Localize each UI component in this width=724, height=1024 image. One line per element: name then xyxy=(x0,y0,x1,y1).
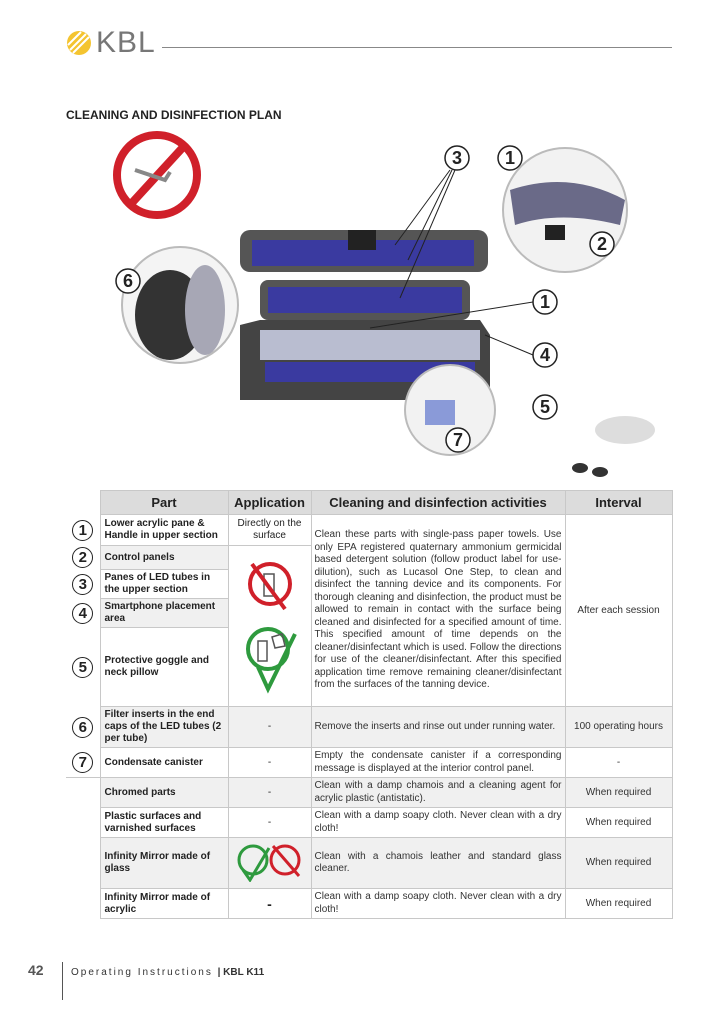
table-row: 2 Control panels xyxy=(66,545,672,707)
no-spray-icon xyxy=(247,562,292,611)
interval-cell: When required xyxy=(564,777,673,808)
callout-7-label: 7 xyxy=(453,430,463,450)
header-rule xyxy=(162,47,672,48)
table-row: 3 Panes of LED tubes in the upper sectio… xyxy=(66,569,672,599)
table-row: Plastic surfaces and varnished surfaces … xyxy=(66,807,673,838)
callout-4-label: 4 xyxy=(540,345,550,365)
cleaning-plan-table: Part Application Cleaning and disinfecti… xyxy=(66,490,673,919)
interval-cell: 100 operating hours xyxy=(564,706,673,748)
application-cell: - xyxy=(227,777,312,808)
col-part: Part xyxy=(99,490,229,515)
interval-cell: When required xyxy=(564,807,673,838)
application-cell: - xyxy=(227,888,312,919)
kbl-logo: KBL xyxy=(66,26,156,60)
activities-cell: Clean with a damp chamois and a cleaning… xyxy=(310,777,566,808)
activities-cell: Clean with a damp soapy cloth. Never cle… xyxy=(310,807,566,838)
part-cell: Panes of LED tubes in the upper section xyxy=(99,569,229,599)
part-cell: Protective goggle and neck pillow xyxy=(99,627,229,707)
part-cell: Infinity Mirror made of glass xyxy=(99,837,229,889)
callout-6-label: 6 xyxy=(123,271,133,291)
interval-cell: After each session xyxy=(564,514,673,707)
number-badge: 3 xyxy=(72,573,94,595)
interval-cell: When required xyxy=(564,888,673,919)
allowed-spray-cloth-icon xyxy=(245,627,297,694)
part-cell: Filter inserts in the end caps of the LE… xyxy=(99,706,229,748)
interval-cell: When required xyxy=(564,837,673,889)
callout-6: 6 xyxy=(115,268,141,294)
footer: 42 Operating Instructions | KBL K11 xyxy=(28,962,264,1000)
number-badge: 6 xyxy=(72,716,94,738)
activities-cell: Clean with a chamois leather and standar… xyxy=(310,837,566,889)
callout-4: 4 xyxy=(532,342,558,368)
callout-1: 1 xyxy=(532,289,558,315)
table-row: 1 Lower acrylic pane & Handle in upper s… xyxy=(66,514,673,707)
part-cell: Smartphone placement area xyxy=(99,598,229,628)
callout-5-label: 5 xyxy=(540,397,550,417)
device-illustration: 3 1 2 6 1 4 5 7 xyxy=(113,131,655,477)
callout-5: 5 xyxy=(532,394,558,420)
application-cell: - xyxy=(227,706,312,748)
table-header: Part Application Cleaning and disinfecti… xyxy=(66,490,673,515)
number-badge: 7 xyxy=(72,751,94,773)
callout-3: 3 xyxy=(444,145,470,171)
no-spray-icon xyxy=(269,844,300,877)
no-tools-icon xyxy=(113,131,201,219)
page-number: 42 xyxy=(28,962,44,978)
part-cell: Infinity Mirror made of acrylic xyxy=(99,888,229,919)
callout-1-top-label: 1 xyxy=(505,148,515,168)
part-cell: Condensate canister xyxy=(99,747,229,778)
callout-1-top: 1 xyxy=(497,145,523,171)
activities-cell: Remove the inserts and rinse out under r… xyxy=(310,706,566,748)
col-activities: Cleaning and disinfection activities xyxy=(310,490,566,515)
number-badge: 4 xyxy=(72,602,94,624)
table-row: 6 Filter inserts in the end caps of the … xyxy=(66,706,673,748)
callout-2-label: 2 xyxy=(597,234,607,254)
interval-cell: - xyxy=(564,747,673,778)
activities-cell: Clean with a damp soapy cloth. Never cle… xyxy=(310,888,566,919)
footer-product: | KBL K11 xyxy=(217,967,265,978)
sun-logo-icon xyxy=(67,31,91,55)
part-cell: Plastic surfaces and varnished surfaces xyxy=(99,807,229,838)
activities-cell: Clean these parts with single-pass paper… xyxy=(310,514,566,707)
footer-divider xyxy=(62,962,63,1000)
filter-closeup xyxy=(121,246,239,364)
part-cell: Chromed parts xyxy=(99,777,229,808)
number-badge: 2 xyxy=(72,547,94,568)
table-row: 7 Condensate canister - Empty the conden… xyxy=(66,747,673,778)
callout-1-label: 1 xyxy=(540,292,550,312)
number-badge: 5 xyxy=(72,656,94,678)
part-cell: Lower acrylic pane & Handle in upper sec… xyxy=(99,514,229,546)
page-title: CLEANING AND DISINFECTION PLAN xyxy=(66,108,282,122)
col-application: Application xyxy=(227,490,312,515)
table-row: Infinity Mirror made of glass Clean with… xyxy=(66,837,673,889)
application-cell: Directly on the surface xyxy=(227,514,312,546)
pillow xyxy=(572,416,655,477)
callout-3-label: 3 xyxy=(452,148,462,168)
number-badge: 1 xyxy=(72,519,94,541)
activities-cell: Empty the condensate canister if a corre… xyxy=(310,747,566,778)
table-row: Infinity Mirror made of acrylic - Clean … xyxy=(66,888,673,919)
col-interval: Interval xyxy=(564,490,673,515)
footer-text: Operating Instructions xyxy=(71,967,213,978)
callout-7: 7 xyxy=(445,427,471,453)
part-cell: Control panels xyxy=(99,545,229,570)
allowed-spray-cloth-icon xyxy=(237,844,270,883)
application-cell: - xyxy=(227,807,312,838)
application-cell: - xyxy=(227,747,312,778)
brand-name: KBL xyxy=(96,26,156,59)
application-icons xyxy=(227,837,312,889)
callout-2: 2 xyxy=(589,231,615,257)
canister-closeup xyxy=(404,364,496,456)
table-row: Chromed parts - Clean with a damp chamoi… xyxy=(66,777,673,808)
application-icons xyxy=(227,545,312,707)
